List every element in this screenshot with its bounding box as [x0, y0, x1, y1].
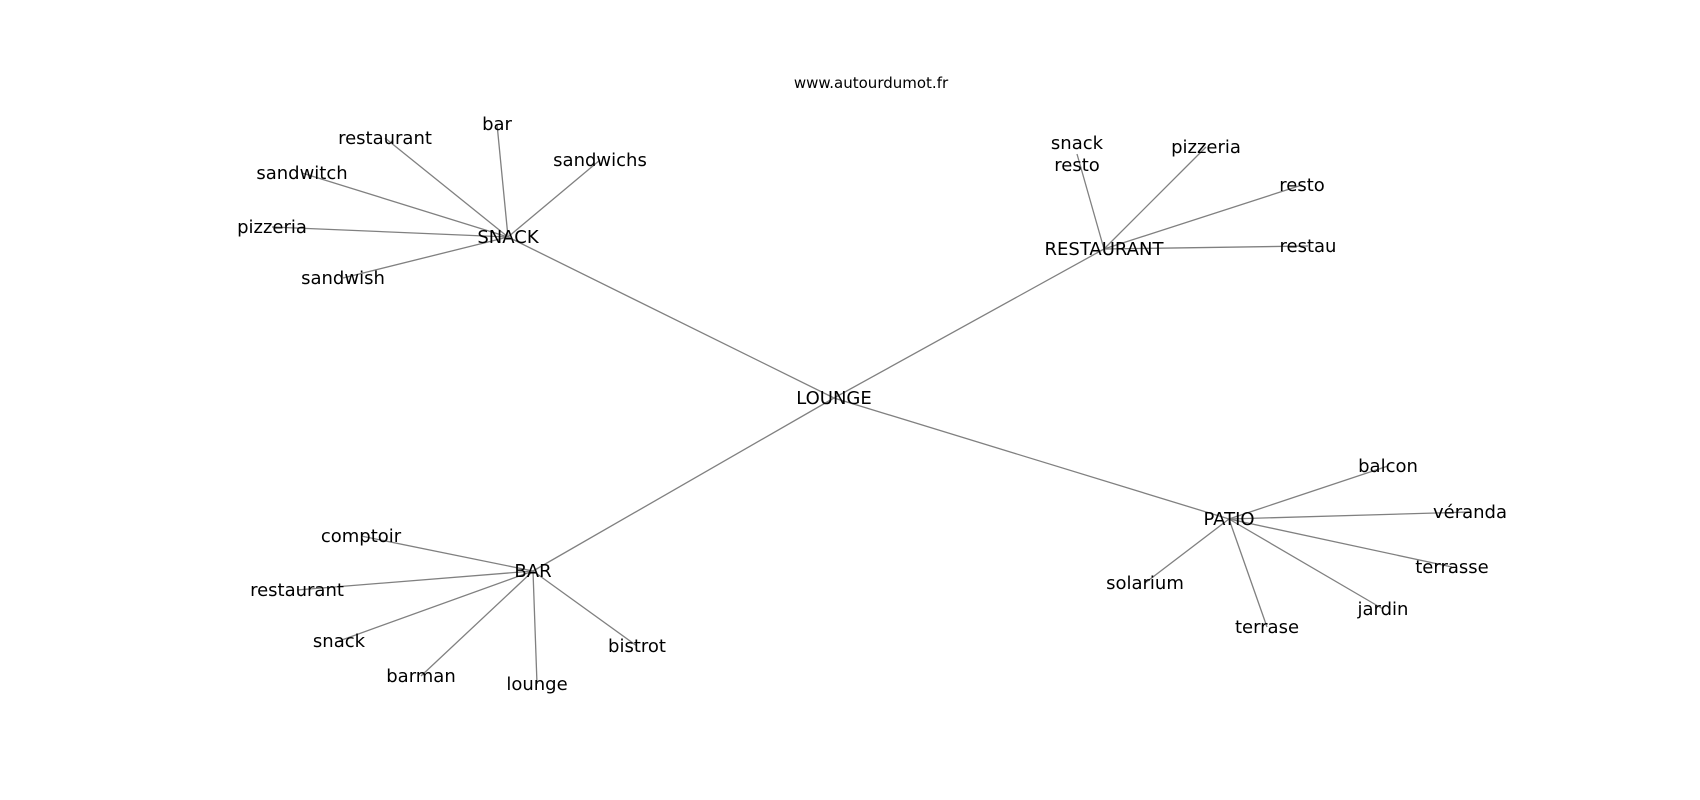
edge-restaurant-pizzeria — [1103, 146, 1207, 250]
edges — [271, 123, 1471, 685]
edge-lounge-snack — [507, 236, 835, 399]
node-snack: SNACK — [477, 227, 539, 248]
node-bar-snack: snack — [313, 631, 366, 652]
edge-lounge-bar-hub — [532, 397, 835, 572]
edge-snack-pizzeria — [271, 226, 509, 238]
node-snack-bar: bar — [482, 114, 512, 135]
node-bar-barman: barman — [386, 666, 456, 687]
node-restaurant-pizzeria: pizzeria — [1171, 137, 1241, 158]
edge-patio-solarium — [1144, 518, 1230, 584]
edge-bar-restaurant — [296, 570, 534, 591]
edge-bar-lounge — [532, 570, 538, 685]
edge-snack-restaurant — [384, 137, 509, 238]
watermark: www.autourdumot.fr — [794, 74, 949, 92]
nodes: LOUNGE SNACK RESTAURANT BAR PATIO restaurant b… — [237, 114, 1507, 695]
node-patio-terrase: terrase — [1235, 617, 1299, 638]
node-patio-veranda: véranda — [1433, 502, 1507, 523]
edge-patio-balcon — [1228, 465, 1389, 520]
edge-bar-comptoir — [360, 535, 534, 572]
node-snack-pizzeria: pizzeria — [237, 217, 307, 238]
edge-snack-bar — [496, 123, 509, 238]
edge-patio-terrase — [1228, 518, 1268, 628]
edge-snack-sandwitch — [301, 172, 509, 238]
edge-lounge-restaurant-hub — [833, 248, 1105, 399]
node-bar-comptoir: comptoir — [321, 526, 402, 547]
node-restaurant-hub: RESTAURANT — [1045, 239, 1165, 260]
node-bar-restaurant: restaurant — [250, 580, 344, 601]
edge-lounge-patio — [833, 397, 1230, 520]
edge-bar-barman — [420, 570, 534, 677]
node-patio-jardin: jardin — [1357, 599, 1409, 620]
node-patio-terrasse: terrasse — [1415, 557, 1488, 578]
node-snack-sandwitch: sandwitch — [256, 163, 347, 184]
node-bar-lounge: lounge — [506, 674, 567, 695]
edge-snack-sandwish — [342, 236, 509, 279]
edge-restaurant-resto — [1103, 184, 1303, 250]
node-bar-hub: BAR — [514, 561, 551, 582]
edge-restaurant-restau — [1103, 245, 1309, 250]
edge-patio-jardin — [1228, 518, 1384, 610]
node-snack-sandwish: sandwish — [301, 268, 385, 289]
node-restaurant-resto: resto — [1279, 175, 1325, 196]
node-snack-sandwichs: sandwichs — [553, 150, 647, 171]
edge-bar-bistrot — [532, 570, 638, 647]
node-restaurant-restau: restau — [1280, 236, 1337, 257]
edge-patio-veranda — [1228, 511, 1471, 520]
node-snack-restaurant: restaurant — [338, 128, 432, 149]
node-bar-bistrot: bistrot — [608, 636, 666, 657]
edge-bar-snack — [338, 570, 534, 642]
node-patio-balcon: balcon — [1358, 456, 1418, 477]
node-patio-solarium: solarium — [1106, 573, 1184, 594]
edge-snack-sandwichs — [507, 159, 601, 238]
edge-patio-terrasse — [1228, 518, 1453, 568]
node-lounge: LOUNGE — [796, 388, 872, 409]
node-patio: PATIO — [1203, 509, 1254, 530]
edge-restaurant-snack-resto — [1076, 153, 1105, 250]
